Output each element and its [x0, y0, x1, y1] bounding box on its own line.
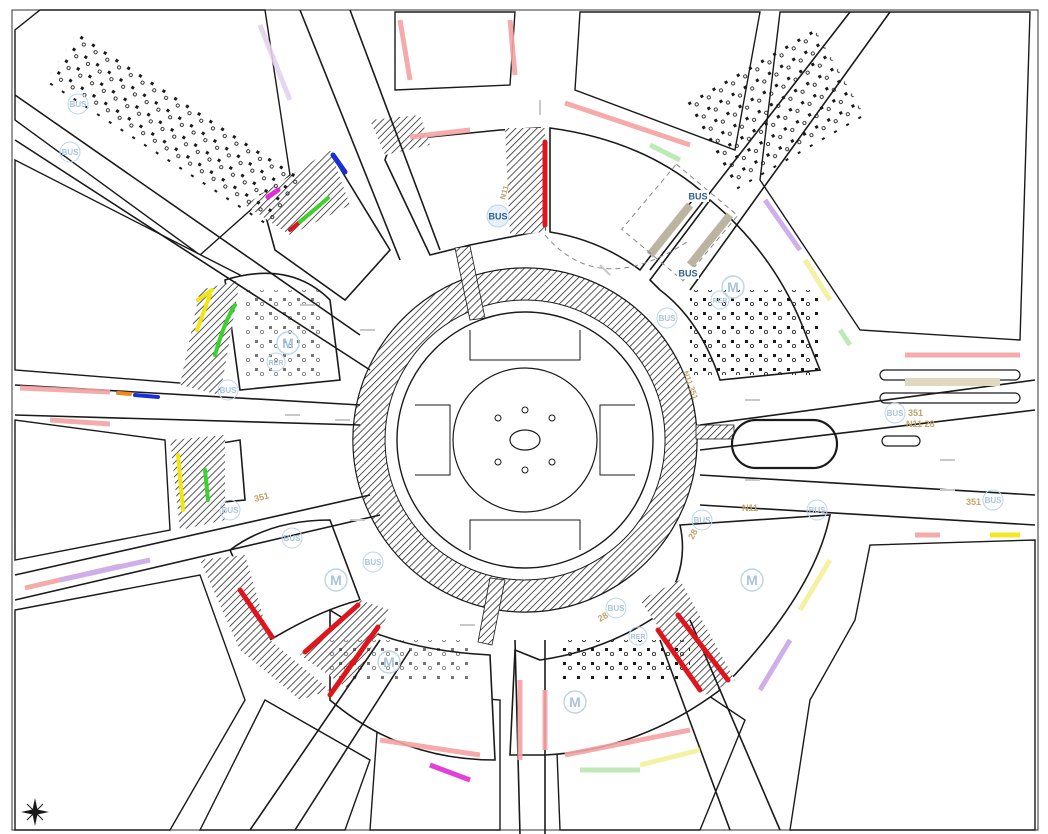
crosswalk-north	[454, 245, 486, 321]
bus-label: BUS	[985, 496, 1003, 505]
bus-stop-e3: BUS	[982, 489, 1004, 511]
red-markers	[237, 139, 731, 698]
hatch-n	[505, 128, 545, 235]
line-351-label-e2: 351	[966, 497, 981, 507]
hatch-n-left	[370, 115, 430, 155]
bus-route-dashed	[544, 234, 691, 270]
metro-label: M	[746, 572, 758, 588]
bus-label: BUS	[887, 409, 905, 418]
rer-label: RER	[713, 298, 728, 305]
bus-stop-nw2: BUS	[59, 141, 81, 163]
bus-label: BUS	[678, 269, 697, 279]
block-south-west	[14, 574, 246, 831]
metro-label: M	[727, 279, 739, 295]
line-28-label-s: 28	[596, 610, 610, 624]
bus-label: BUS	[70, 100, 88, 109]
line-28-label-se: 28	[686, 527, 700, 541]
bus-label: BUS	[222, 506, 240, 515]
metro-label: M	[282, 335, 294, 351]
red-marker-se2	[675, 612, 731, 683]
ring-inner-road	[396, 311, 654, 569]
metro-symbol-sw: M	[324, 568, 348, 592]
hatch-w-upper	[180, 280, 240, 395]
line-351-label-e: 351	[908, 408, 923, 418]
central-circle	[452, 367, 598, 513]
line-351-label-w: 351	[253, 490, 270, 504]
metro-symbols: M M M M M M RER RER	[266, 275, 764, 714]
block-north-center	[394, 11, 516, 91]
rer-label: RER	[269, 360, 284, 367]
bus-stop-s1: BUS	[605, 597, 627, 619]
metro-symbol-s: M	[377, 650, 401, 674]
bus-zone-dashed	[621, 163, 739, 282]
bus-stop-north: BUS	[486, 204, 510, 228]
rer-label: RER	[631, 634, 646, 641]
bus-label: BUS	[488, 212, 507, 222]
crosswalk-south	[477, 577, 506, 646]
line-n11-label-se: N11	[742, 503, 758, 513]
bus-stop-se1: BUS	[691, 509, 713, 531]
metro-label: M	[330, 572, 342, 588]
rer-symbol-ne: RER	[710, 290, 730, 310]
metro-symbol-w: M	[276, 331, 300, 355]
bus-shelters	[646, 202, 1000, 386]
rer-symbol-w: RER	[266, 352, 286, 372]
bus-label: BUS	[220, 386, 238, 395]
rer-symbol-s: RER	[628, 626, 648, 646]
bus-stop-e1: BUS	[656, 307, 678, 329]
crosswalk-east	[695, 424, 735, 440]
metro-symbol-se: M	[740, 568, 764, 592]
bus-stop-w1: BUS	[217, 379, 239, 401]
bus-stop-ne1: BUS	[687, 190, 709, 202]
bus-stop-w2: BUS	[219, 499, 241, 521]
bus-label: BUS	[365, 558, 383, 567]
hatch-se	[640, 580, 735, 695]
bus-stop-ne2: BUS	[677, 267, 699, 279]
island-west-south	[229, 519, 362, 642]
lane-arrows	[285, 100, 955, 626]
curb-strips	[19, 19, 1020, 783]
bus-stop-sw1: BUS	[281, 527, 303, 549]
bus-stop-sw2: BUS	[362, 551, 384, 573]
red-marker-sw1	[237, 587, 275, 640]
line-n11-28-label-e: N11 28	[906, 419, 935, 429]
block-south-west-inner	[198, 699, 371, 831]
bus-label: BUS	[659, 314, 677, 323]
line-n11-label-n: N11	[498, 184, 511, 201]
east-median	[881, 435, 921, 447]
bus-label: BUS	[688, 192, 707, 202]
metro-label: M	[569, 694, 581, 710]
central-details	[415, 330, 635, 550]
bus-label: BUS	[284, 534, 302, 543]
bus-stop-se2: BUS	[806, 499, 828, 521]
ring-hatch	[352, 267, 698, 613]
bus-stop-nw1: BUS	[67, 93, 89, 115]
east-bus-stops	[879, 369, 1021, 404]
bus-labels: BUS BUS BUS BUS BUS BUS BUS BUS	[59, 93, 1004, 619]
block-west	[14, 419, 171, 561]
central-monument	[509, 429, 541, 451]
compass-north-icon	[21, 798, 49, 826]
metro-symbol-s2: M	[563, 690, 587, 714]
bus-label: BUS	[608, 604, 626, 613]
roundabout	[352, 245, 735, 646]
bus-label: BUS	[809, 506, 827, 515]
curb-segments	[116, 152, 348, 512]
bus-label: BUS	[694, 516, 712, 525]
metro-label: M	[383, 654, 395, 670]
red-marker-sw3	[327, 624, 381, 698]
bus-stop-e2: BUS	[884, 402, 906, 424]
block-south-east	[789, 539, 1036, 831]
red-marker-sw2	[302, 602, 361, 655]
east-island	[730, 418, 839, 470]
bus-label: BUS	[62, 148, 80, 157]
red-marker-se1	[655, 627, 703, 693]
metro-symbol-ne: M	[721, 275, 745, 299]
